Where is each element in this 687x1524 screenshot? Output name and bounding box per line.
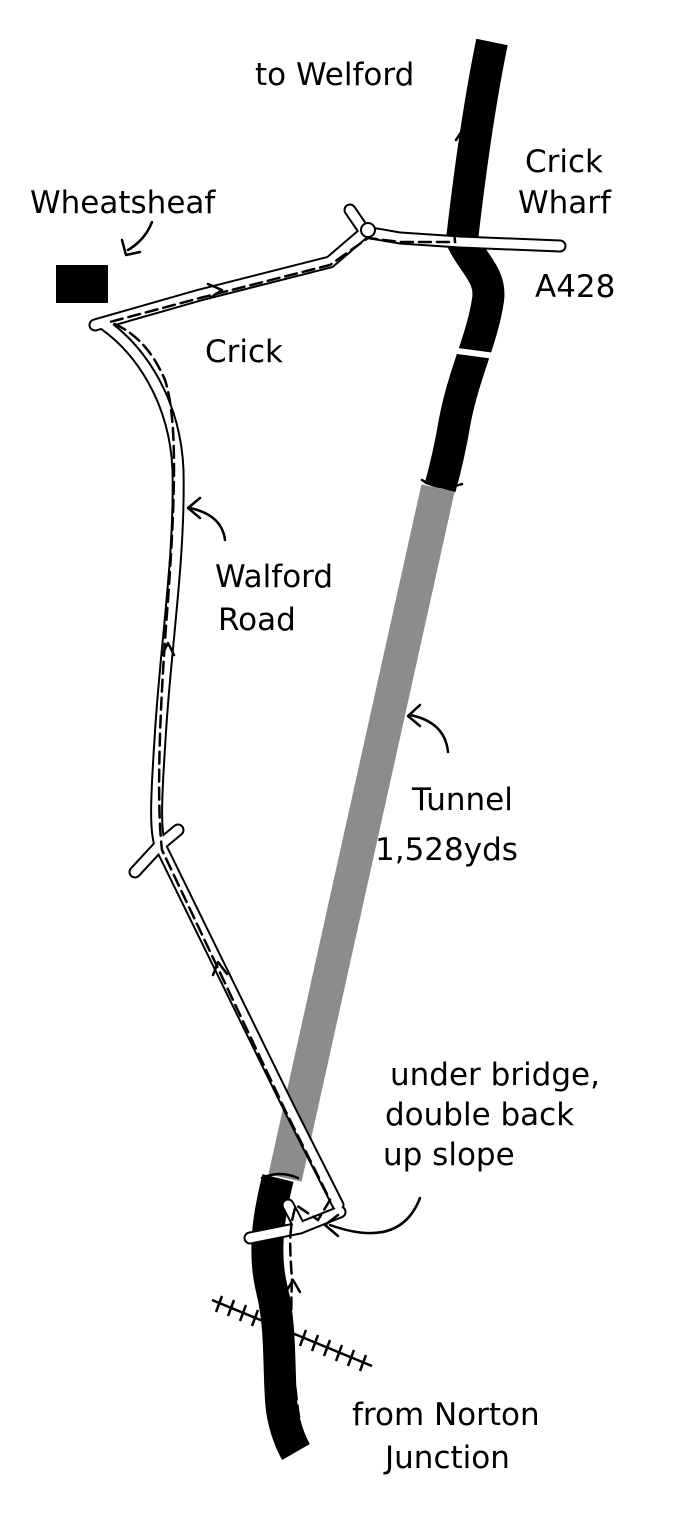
tunnel-portal-south xyxy=(260,1172,300,1180)
label-tunnel-2: 1,528yds xyxy=(375,832,518,868)
label-bridge-1: under bridge, xyxy=(390,1057,600,1093)
label-norton-1: from Norton xyxy=(352,1397,540,1433)
label-walford-road-1: Walford xyxy=(215,559,333,595)
label-a428: A428 xyxy=(535,269,615,305)
label-norton-2: Junction xyxy=(383,1440,510,1476)
walford-road-pointer-icon xyxy=(186,496,227,542)
tunnel-pointer-icon xyxy=(406,703,450,754)
walking-route xyxy=(106,53,487,1437)
railway xyxy=(211,1295,373,1372)
label-crick: Crick xyxy=(205,334,283,370)
roads xyxy=(88,203,567,1245)
label-walford-road-2: Road xyxy=(218,602,296,638)
bridge-pointer-icon xyxy=(323,1196,422,1238)
label-to-welford: to Welford xyxy=(255,57,414,93)
label-bridge-2: double back xyxy=(385,1097,574,1133)
label-bridge-3: up slope xyxy=(383,1137,515,1173)
label-tunnel-1: Tunnel xyxy=(411,782,513,818)
label-crick-wharf-1: Crick xyxy=(525,144,603,180)
canal-bridge-gap xyxy=(449,347,496,359)
canal-south xyxy=(251,1174,311,1460)
tunnel-portal-north xyxy=(420,478,464,489)
canal-north xyxy=(424,38,508,493)
tunnel xyxy=(268,484,455,1182)
wheatsheaf-pointer-icon xyxy=(120,220,154,257)
label-wheatsheaf: Wheatsheaf xyxy=(30,185,216,221)
route-arrows xyxy=(160,126,472,1294)
label-crick-wharf-2: Wharf xyxy=(518,185,612,221)
wheatsheaf-building xyxy=(56,265,108,303)
